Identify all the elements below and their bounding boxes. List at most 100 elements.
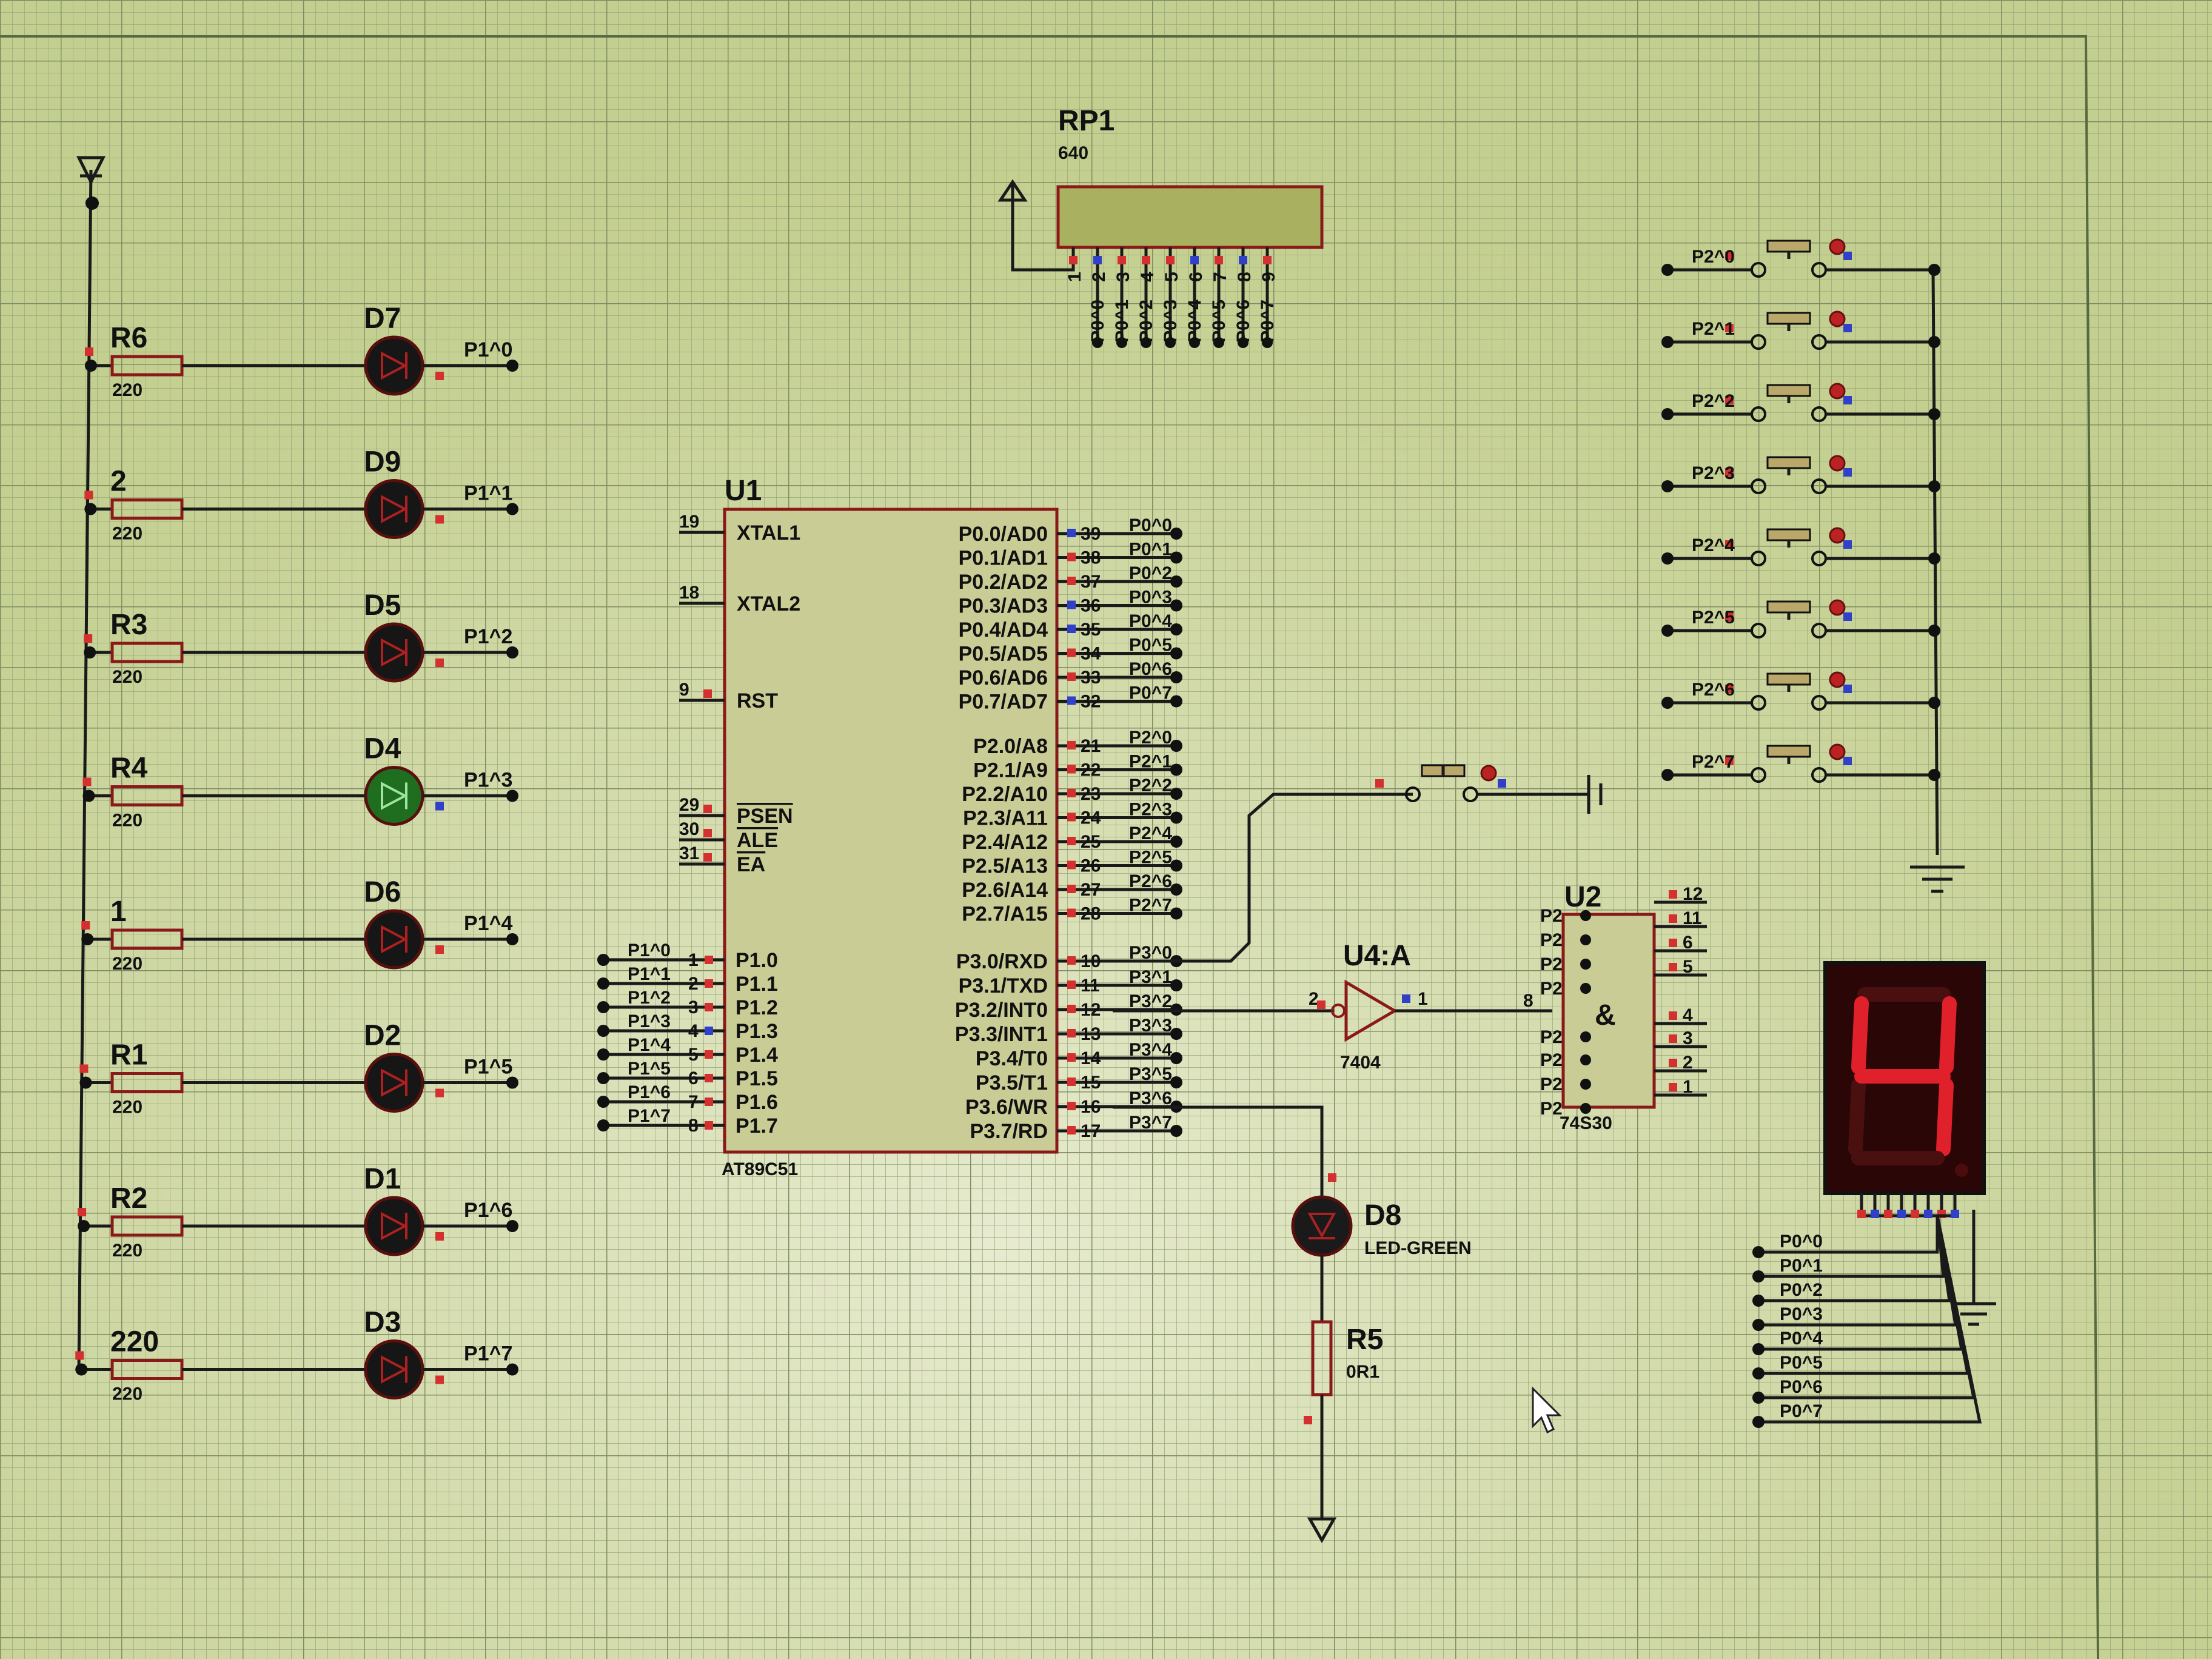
resistor-ref: 1 (110, 896, 127, 928)
nand-symbol-icon: & (1595, 999, 1616, 1031)
net-label: P0^1 (1129, 540, 1172, 560)
resistor-ref: R1 (110, 1039, 147, 1071)
u1-pin-number: 34 (1081, 644, 1101, 664)
u1-pin-name: P1.6 (736, 1091, 778, 1114)
u2-input-label: P2 (1540, 979, 1563, 999)
resistor-value: 220 (112, 1384, 142, 1404)
u2-pin-number: 4 (1683, 1005, 1693, 1025)
rp1-pin-number: 3 (1113, 272, 1133, 282)
u1-pin-name: P3.7/RD (970, 1120, 1048, 1143)
u1-pin-name: P2.3/A11 (963, 807, 1048, 830)
u1-pin-number: 10 (1081, 951, 1101, 971)
u4-pin-in: 2 (1309, 989, 1319, 1009)
u1-pin-number: 22 (1081, 760, 1101, 780)
inverter-symbol-icon (1344, 979, 1398, 1042)
rp1-net-label: P0^0 (1088, 300, 1108, 343)
push-button[interactable]: P2^0 (1661, 238, 1940, 278)
sheet-border (0, 35, 2099, 1659)
u1-pin-number: 8 (688, 1116, 699, 1136)
led-body (364, 909, 424, 970)
diode-icon (381, 1068, 408, 1097)
net-label: P2^7 (1692, 752, 1735, 772)
led-body (364, 335, 424, 396)
u4-inverter[interactable]: U4:A 7404 2 1 (1113, 940, 1552, 1073)
diode-icon (381, 1355, 408, 1384)
u1-pin-number: 26 (1081, 856, 1101, 876)
diode-icon (381, 925, 408, 954)
rp1-value: 640 (1058, 143, 1088, 163)
u1-pin-name: P1.1 (736, 973, 778, 996)
segment-c (1936, 1078, 1954, 1156)
net-label: P1^4 (464, 912, 512, 935)
net-label: P2^5 (1129, 848, 1172, 868)
ground-icon (1951, 1302, 1996, 1326)
net-label: P2^3 (1692, 463, 1735, 483)
push-button[interactable]: P2^1 (1661, 310, 1940, 350)
net-label: P0^5 (1129, 635, 1172, 655)
net-label: P1^7 (628, 1106, 671, 1126)
push-button[interactable]: P2^3 (1661, 455, 1940, 494)
net-label: P0^2 (1780, 1280, 1823, 1300)
mouse-pointer-icon (1532, 1386, 1562, 1434)
u1-body (723, 508, 1059, 1154)
u2-pin-number: 12 (1683, 884, 1703, 904)
u2-pin-in: 8 (1523, 991, 1533, 1011)
u1-pin-number: 15 (1081, 1073, 1101, 1093)
net-label: P2^0 (1129, 728, 1172, 748)
p30-button[interactable] (1113, 764, 1603, 963)
resistor-value: 220 (112, 380, 142, 400)
net-label: P2^2 (1129, 776, 1172, 796)
rp1-pin-number: 7 (1210, 272, 1230, 282)
resistor-ref: R6 (110, 322, 147, 354)
net-label: P2^1 (1692, 319, 1735, 339)
u1-pin-name: P2.6/A14 (962, 879, 1048, 902)
u1-pin-name: P3.1/TXD (959, 974, 1048, 997)
u1-pin-number: 29 (679, 795, 699, 815)
resistor-value: 220 (112, 1098, 142, 1118)
u1-ref: U1 (725, 475, 762, 507)
net-label: P0^6 (1780, 1377, 1823, 1397)
led-body (364, 1339, 424, 1399)
u2-ref: U2 (1564, 881, 1601, 913)
u1-part: AT89C51 (722, 1159, 798, 1179)
net-label: P0^7 (1129, 683, 1172, 703)
led-body (364, 479, 424, 539)
u1-pin-number: 23 (1081, 784, 1101, 804)
net-label: P2^4 (1692, 535, 1735, 555)
u1-pin-name: P3.3/INT1 (955, 1023, 1048, 1046)
push-button[interactable]: P2^2 (1661, 383, 1940, 422)
net-label: P0^3 (1780, 1304, 1823, 1324)
push-button[interactable]: P2^4 (1661, 527, 1940, 566)
push-button[interactable]: P2^7 (1661, 743, 1940, 783)
u1-pin-name: P3.4/T0 (976, 1047, 1048, 1070)
u1-pin-name: P1.3 (736, 1020, 778, 1043)
net-label: P1^3 (464, 769, 512, 792)
u1-pin-number: 18 (679, 583, 699, 603)
u1-pin-name: P3.2/INT0 (955, 999, 1048, 1022)
push-button[interactable]: P2^6 (1661, 671, 1940, 711)
u1-pin-name: RST (737, 689, 778, 712)
u1-pin-number: 31 (679, 843, 699, 863)
seven-segment-display[interactable]: P0^0P0^1P0^2P0^3P0^4P0^5P0^6P0^7 (1752, 961, 1996, 1428)
net-label: P3^2 (1129, 991, 1172, 1011)
net-label: P2^2 (1692, 391, 1735, 411)
push-button[interactable]: P2^5 (1661, 599, 1940, 638)
rp1-ref: RP1 (1058, 105, 1114, 137)
net-label: P2^1 (1129, 752, 1172, 772)
u1-pin-name: XTAL2 (737, 592, 800, 615)
u1-pin-number: 9 (679, 680, 689, 700)
u1-pin-name: P2.5/A13 (962, 855, 1048, 878)
u2-pin-number: 2 (1683, 1053, 1693, 1073)
d8-r5-branch[interactable]: D8 LED-GREEN R5 0R1 (1113, 1105, 1472, 1544)
net-label: P1^2 (628, 988, 671, 1008)
u1-pin-number: 4 (688, 1021, 699, 1041)
led-ref: D6 (364, 876, 401, 908)
net-label: P1^7 (464, 1342, 512, 1366)
net-label: P0^4 (1129, 611, 1172, 631)
net-label: P0^7 (1780, 1401, 1823, 1421)
